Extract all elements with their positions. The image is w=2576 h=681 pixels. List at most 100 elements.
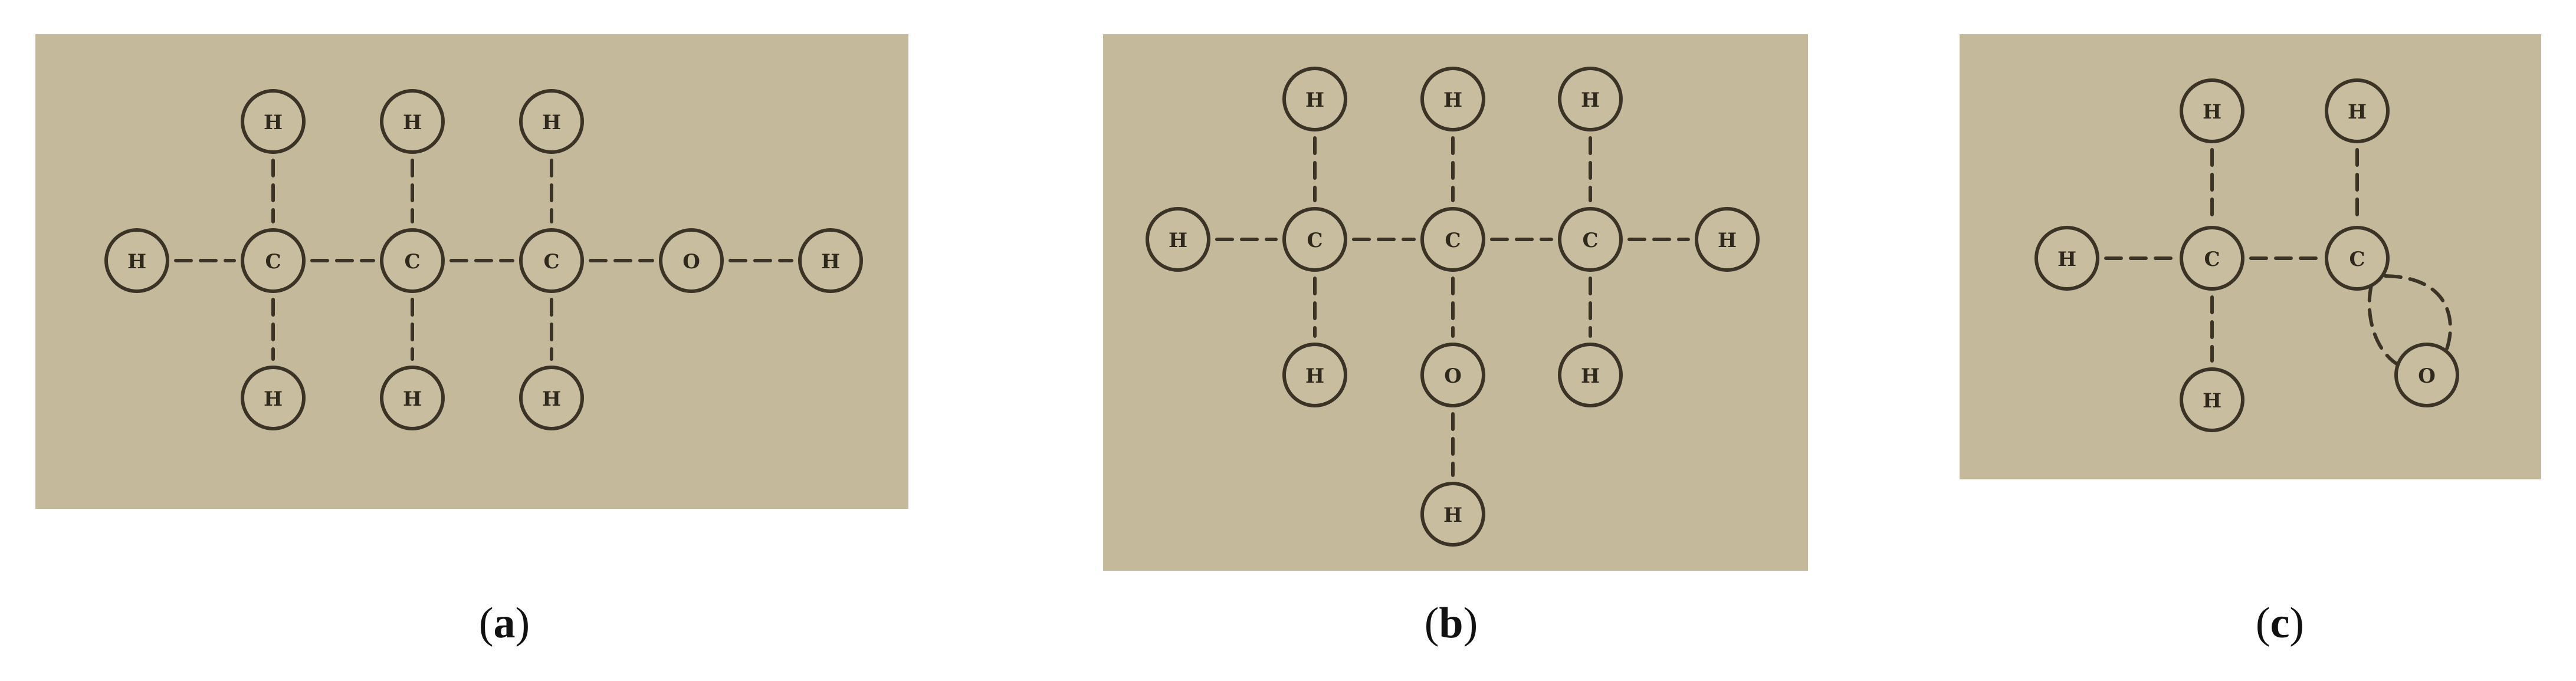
atom-h-h1: H — [104, 228, 169, 293]
panel-b: H C C C H H H H H O H H — [1103, 34, 1808, 571]
atom-label: H — [1581, 88, 1600, 112]
atom-h-h4: H — [1420, 67, 1485, 131]
atom-circle — [798, 228, 863, 293]
atom-circle — [1558, 343, 1623, 407]
atom-label: H — [403, 111, 422, 134]
atom-label: H — [403, 387, 422, 411]
atom-h-h1: H — [1146, 207, 1210, 272]
atom-c-c1: C — [241, 228, 306, 293]
panel-c: H C C H H H O — [1960, 34, 2541, 479]
atom-o-o1: O — [659, 228, 724, 293]
atom-circle — [1282, 207, 1347, 272]
atom-label: H — [2203, 389, 2221, 413]
atom-h-h7: H — [1558, 343, 1623, 407]
atom-o-o1: O — [2394, 343, 2459, 407]
atom-label: H — [1305, 364, 1324, 388]
atom-h-h2: H — [1695, 207, 1760, 272]
atom-label: C — [2349, 248, 2365, 271]
atom-h-h4: H — [2180, 367, 2244, 432]
atom-circle — [241, 89, 306, 154]
atom-label: H — [542, 111, 561, 134]
atom-label: H — [1443, 88, 1462, 112]
atom-c-c3: C — [1558, 207, 1623, 272]
atom-label: H — [264, 387, 283, 411]
atom-h-h1: H — [2034, 226, 2099, 291]
atom-label: C — [265, 250, 281, 274]
atom-h-h3: H — [1282, 67, 1347, 131]
atom-label: H — [1443, 504, 1462, 527]
atom-label: C — [1307, 229, 1323, 252]
atom-h-h7: H — [380, 366, 445, 430]
atom-circle — [1695, 207, 1760, 272]
atom-circle — [519, 89, 584, 154]
atom-circle — [1420, 482, 1485, 547]
atom-circle — [2180, 78, 2244, 143]
caption-a: (a) — [478, 599, 530, 647]
atom-h-h4: H — [380, 89, 445, 154]
atom-label: H — [2057, 248, 2076, 271]
atom-c-c2: C — [2325, 226, 2390, 291]
atom-label: C — [543, 250, 559, 274]
atom-label: H — [1581, 364, 1600, 388]
atom-h-h5: H — [1558, 67, 1623, 131]
atom-o-o1: O — [1420, 343, 1485, 407]
panel-a-background — [35, 34, 908, 509]
atom-circle — [380, 89, 445, 154]
atom-circle — [1558, 67, 1623, 131]
atom-circle — [2325, 226, 2390, 291]
atom-label: O — [2418, 364, 2436, 388]
atom-label: C — [1445, 229, 1461, 252]
atom-label: H — [821, 250, 840, 274]
atom-circle — [659, 228, 724, 293]
atom-circle — [2180, 226, 2244, 291]
caption-b: (b) — [1424, 599, 1478, 647]
atom-circle — [104, 228, 169, 293]
atom-label: H — [1305, 88, 1324, 112]
atom-h-h6: H — [1282, 343, 1347, 407]
atom-label: C — [404, 250, 420, 274]
atom-label: H — [1718, 229, 1737, 252]
atom-label: O — [1444, 364, 1462, 388]
atom-circle — [2394, 343, 2459, 407]
atom-circle — [241, 228, 306, 293]
atom-label: H — [1169, 229, 1187, 252]
caption-c: (c) — [2255, 599, 2305, 647]
atom-circle — [519, 366, 584, 430]
atom-circle — [1282, 343, 1347, 407]
atom-label: H — [2203, 100, 2221, 124]
atom-circle — [1420, 343, 1485, 407]
panel-a: H C C C O H H H H H H H — [35, 34, 908, 509]
atom-h-h2: H — [798, 228, 863, 293]
atom-circle — [1558, 207, 1623, 272]
atom-c-c2: C — [1420, 207, 1485, 272]
atom-label: C — [1582, 229, 1598, 252]
atom-h-h6: H — [241, 366, 306, 430]
atom-circle — [1420, 67, 1485, 131]
bond-c2-o1 — [2367, 274, 2452, 367]
atom-circle — [380, 366, 445, 430]
atom-h-h3: H — [2325, 78, 2390, 143]
atom-h-h8: H — [519, 366, 584, 430]
atom-circle — [2034, 226, 2099, 291]
atom-circle — [2325, 78, 2390, 143]
atom-label: O — [682, 250, 700, 274]
atom-h-h5: H — [519, 89, 584, 154]
atom-circle — [1282, 67, 1347, 131]
atom-c-c1: C — [2180, 226, 2244, 291]
atom-c-c3: C — [519, 228, 584, 293]
atom-circle — [1420, 207, 1485, 272]
atom-label: H — [264, 111, 283, 134]
atom-h-h3: H — [241, 89, 306, 154]
atom-h-h2: H — [2180, 78, 2244, 143]
atom-c-c1: C — [1282, 207, 1347, 272]
atom-h-h8: H — [1420, 482, 1485, 547]
atom-label: H — [2348, 100, 2367, 124]
atom-circle — [1146, 207, 1210, 272]
atom-circle — [241, 366, 306, 430]
atom-label: H — [127, 250, 146, 274]
atom-circle — [380, 228, 445, 293]
atom-c-c2: C — [380, 228, 445, 293]
atom-circle — [519, 228, 584, 293]
atom-circle — [2180, 367, 2244, 432]
